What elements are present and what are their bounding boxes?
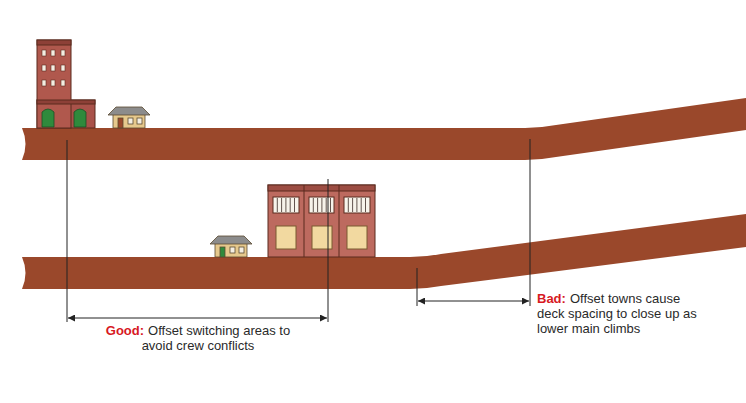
verdict-tag: Bad:: [537, 291, 566, 306]
brick-warehouse: [268, 185, 375, 257]
window-bars: [277, 198, 365, 212]
window-bar: [321, 198, 322, 212]
small-depot: [128, 118, 133, 124]
brick-tower: [37, 40, 71, 45]
window-bar: [356, 198, 357, 212]
window-bar: [330, 198, 331, 212]
small-depot: [137, 118, 142, 124]
small-depot: [118, 118, 123, 128]
brick-warehouse: [268, 185, 375, 191]
leader-lines: [418, 301, 529, 302]
window-bar: [313, 198, 314, 212]
brick-warehouse: [304, 185, 305, 257]
leader-lines: [328, 179, 329, 322]
brick-warehouse: [344, 197, 370, 213]
window-bar: [326, 198, 327, 212]
small-depot: [113, 114, 145, 128]
brick-tower: [61, 50, 65, 56]
window-bar: [285, 198, 286, 212]
window-bar: [365, 198, 366, 212]
window-bar: [361, 198, 362, 212]
leader-lines: [67, 140, 68, 322]
brick-tower: [37, 40, 95, 128]
brick-tower: [37, 100, 95, 104]
leader-lines: [68, 318, 327, 319]
brick-tower: [51, 65, 55, 71]
window-bar: [317, 198, 318, 212]
verdict-tag: Good:: [106, 323, 144, 338]
window-bar: [348, 198, 349, 212]
brick-tower: [42, 50, 46, 56]
brick-tower: [42, 50, 65, 86]
brick-tower: [42, 65, 46, 71]
small-depot: [230, 247, 235, 253]
small-depot: [215, 243, 247, 257]
small-depot: [210, 236, 252, 244]
leader-lines: [530, 139, 531, 306]
brick-tower: [74, 109, 86, 127]
leader-lines: [417, 268, 418, 306]
brick-tower: [42, 109, 86, 127]
brick-warehouse: [273, 197, 299, 213]
window-bar: [290, 198, 291, 212]
brick-tower: [42, 109, 54, 127]
window-bar: [281, 198, 282, 212]
brick-tower: [51, 50, 55, 56]
bad-note: Bad:Offset towns cause deck spacing to c…: [537, 291, 705, 336]
brick-warehouse: [273, 197, 370, 213]
brick-warehouse: [276, 226, 296, 249]
small-depot: [108, 107, 150, 128]
window-bar: [277, 198, 278, 212]
upper-deck: [22, 98, 746, 160]
good-note: Good:Offset switching areas to avoid cre…: [104, 323, 292, 353]
brick-warehouse: [312, 226, 332, 249]
small-depot: [220, 247, 225, 257]
brick-tower: [61, 80, 65, 86]
brick-tower: [61, 65, 65, 71]
small-depot: [108, 107, 150, 115]
brick-tower: [51, 80, 55, 86]
small-depot: [239, 247, 244, 253]
brick-warehouse: [347, 226, 367, 249]
small-depot: [210, 236, 252, 257]
brick-tower: [37, 40, 71, 128]
leader-lines: [67, 139, 530, 322]
brick-warehouse: [309, 197, 334, 213]
brick-warehouse: [268, 185, 375, 257]
window-bar: [294, 198, 295, 212]
note-text: Offset switching areas to avoid crew con…: [142, 323, 291, 353]
brick-tower: [42, 80, 46, 86]
lower-deck: [22, 214, 746, 289]
brick-warehouse: [276, 226, 367, 249]
brick-warehouse: [339, 185, 340, 257]
window-bar: [352, 198, 353, 212]
